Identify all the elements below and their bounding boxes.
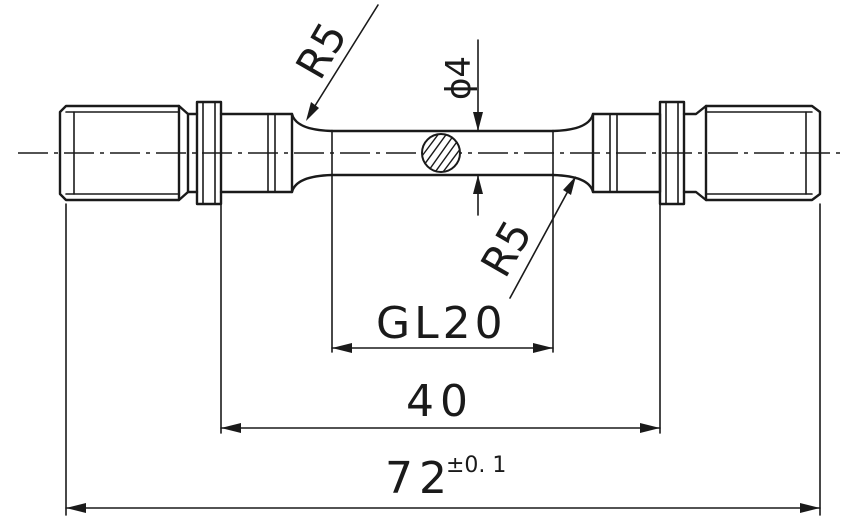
specimen-outline — [58, 100, 822, 206]
label-gl20: GL20 — [376, 298, 507, 349]
dimension-diameter — [473, 112, 483, 194]
label-r5-bottom: R5 — [471, 212, 541, 285]
label-72: 72 — [385, 453, 453, 504]
label-r5-top: R5 — [286, 14, 356, 87]
label-diameter: ϕ4 — [439, 56, 479, 100]
dimension-72 — [65, 503, 821, 513]
label-40: 40 — [406, 376, 474, 427]
leader-r5-bottom — [509, 176, 576, 299]
dimension-gl20 — [331, 343, 554, 353]
cross-section-hatch — [421, 133, 461, 173]
dimension-40 — [220, 423, 661, 433]
leader-r5-top — [306, 4, 379, 121]
label-tolerance: ±0. 1 — [446, 453, 506, 478]
